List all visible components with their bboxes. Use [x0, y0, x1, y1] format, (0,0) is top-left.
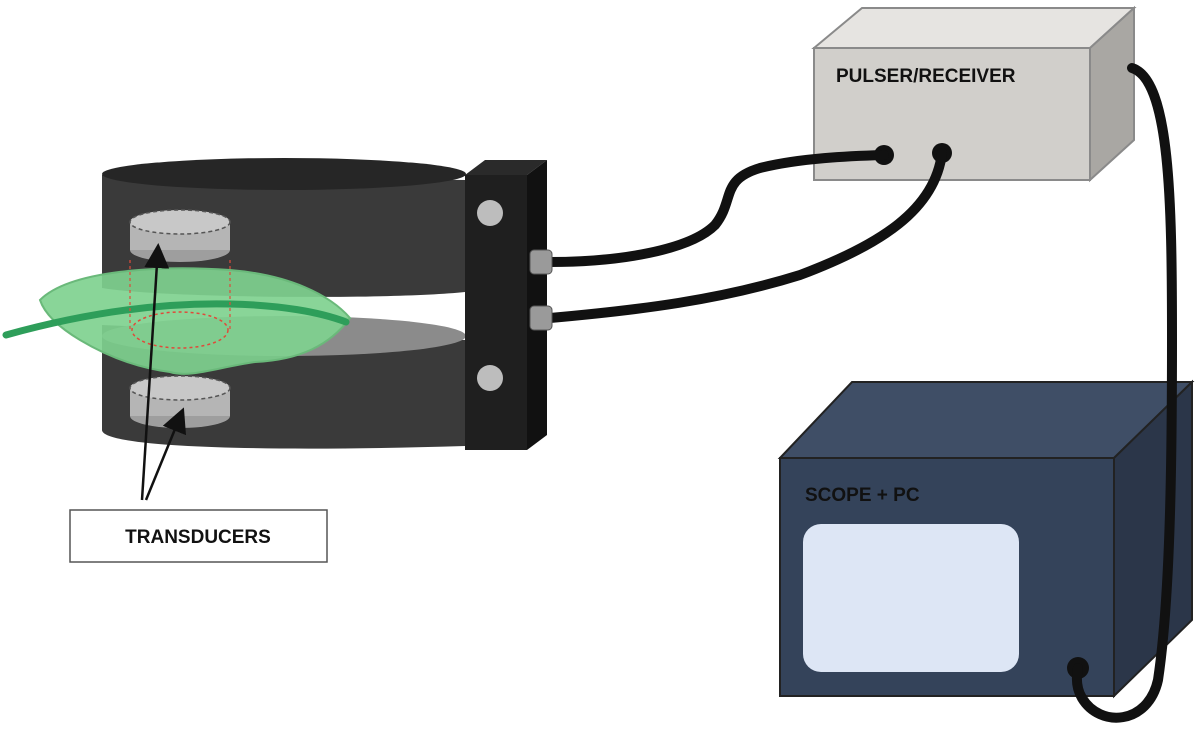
- sample-clamp: [2, 158, 553, 450]
- connector-bottom: [529, 305, 553, 331]
- cable-icon: [545, 148, 947, 323]
- transducer-icon: [129, 375, 231, 428]
- cables: [545, 63, 1178, 723]
- cable-icon: [1071, 63, 1178, 723]
- pulser-receiver-label: PULSER/RECEIVER: [836, 66, 1016, 87]
- scope-pc-label: SCOPE + PC: [805, 485, 920, 506]
- clamp-upper-top: [102, 158, 466, 190]
- transducers-label: TRANSDUCERS: [125, 527, 271, 548]
- bracket-side: [465, 160, 547, 175]
- bracket-bolt-top: [477, 200, 503, 226]
- arrow-icon: [140, 243, 170, 501]
- arrow-icon: [144, 407, 186, 501]
- bracket-bolt-bottom: [477, 365, 503, 391]
- cable-icon: [545, 150, 889, 267]
- leaf-icon: [2, 260, 352, 375]
- scope-screen: [803, 524, 1019, 672]
- transducers-callout: TRANSDUCERS: [69, 243, 328, 563]
- bracket-right: [527, 160, 547, 450]
- transducer-icon: [129, 209, 231, 262]
- connector-top: [529, 249, 553, 275]
- scope-pc-unit: SCOPE + PC: [777, 379, 1195, 699]
- pulser-top-face: [811, 7, 1137, 49]
- clamp-upper-body: [102, 175, 465, 297]
- transducers-label-box: [69, 509, 328, 563]
